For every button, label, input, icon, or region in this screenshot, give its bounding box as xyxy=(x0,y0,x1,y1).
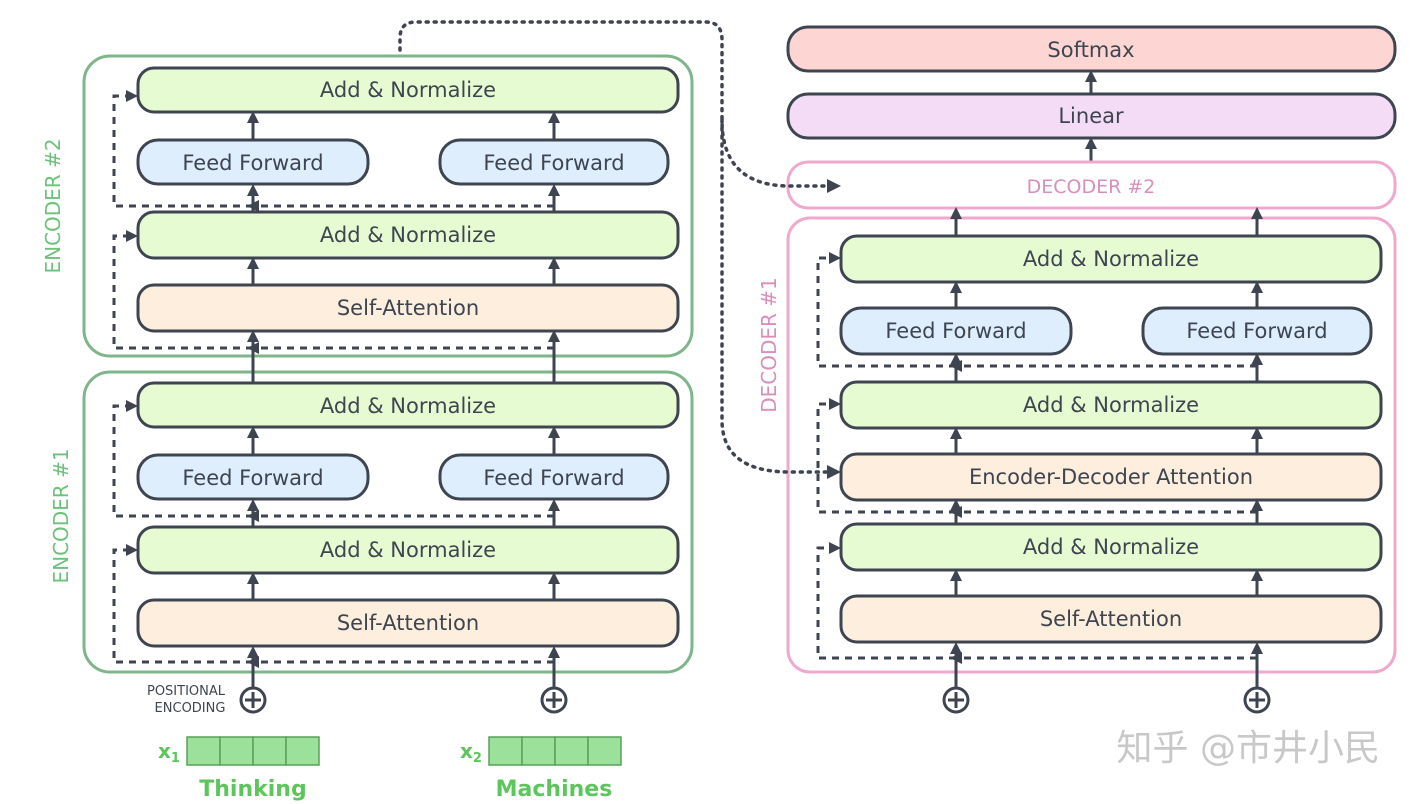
encoder2-label: ENCODER #2 xyxy=(41,138,65,273)
encoder2-add-norm-bottom: Add & Normalize xyxy=(136,210,680,260)
svg-text:Add & Normalize: Add & Normalize xyxy=(1023,247,1199,271)
svg-text:Encoder-Decoder Attention: Encoder-Decoder Attention xyxy=(969,465,1253,489)
plus-icon xyxy=(1243,686,1271,714)
decoder1-encoder-decoder-attention: Encoder-Decoder Attention xyxy=(839,452,1383,502)
encoder-output-connections xyxy=(398,20,841,479)
encoder2-feed-forward-left: Feed Forward xyxy=(136,138,370,186)
svg-text:Feed Forward: Feed Forward xyxy=(483,151,624,175)
embedding-vector xyxy=(186,736,320,766)
decoder1-add-norm-mid: Add & Normalize xyxy=(839,380,1383,430)
svg-text:Add & Normalize: Add & Normalize xyxy=(320,78,496,102)
svg-text:Linear: Linear xyxy=(1058,104,1124,128)
svg-text:Add & Normalize: Add & Normalize xyxy=(320,394,496,418)
decoder1-container xyxy=(786,216,1397,674)
svg-text:Add & Normalize: Add & Normalize xyxy=(1023,393,1199,417)
svg-text:Add & Normalize: Add & Normalize xyxy=(1023,535,1199,559)
svg-text:Add & Normalize: Add & Normalize xyxy=(320,538,496,562)
plus-icon xyxy=(540,686,568,714)
input-var-x1: x1 xyxy=(158,739,180,766)
positional-encoding-label-line2: ENCODING xyxy=(155,701,226,716)
decoder1-add-norm-bottom: Add & Normalize xyxy=(839,522,1383,572)
svg-text:Self-Attention: Self-Attention xyxy=(1040,607,1182,631)
input-x2: x2 Machines xyxy=(460,736,622,802)
softmax-layer: Softmax xyxy=(786,25,1397,73)
decoder1-add-norm-top: Add & Normalize xyxy=(839,234,1383,284)
svg-text:Add & Normalize: Add & Normalize xyxy=(320,223,496,247)
encoder2-self-attention: Self-Attention xyxy=(136,283,680,333)
svg-text:Self-Attention: Self-Attention xyxy=(337,296,479,320)
decoder-residual-connections xyxy=(816,252,1257,664)
input-word-thinking: Thinking xyxy=(199,777,306,802)
encoder2-add-norm-top: Add & Normalize xyxy=(136,66,680,114)
svg-text:DECODER #2: DECODER #2 xyxy=(1027,176,1156,198)
encoder1-self-attention: Self-Attention xyxy=(136,598,680,648)
encoder1-add-norm-bottom: Add & Normalize xyxy=(136,525,680,575)
encoder1-add-norm-top: Add & Normalize xyxy=(136,381,680,429)
svg-text:Feed Forward: Feed Forward xyxy=(1186,319,1327,343)
plus-icon xyxy=(942,686,970,714)
decoder1-label: DECODER #1 xyxy=(757,277,781,413)
encoder2-container xyxy=(82,54,694,358)
encoder1-container xyxy=(82,370,694,674)
decoder1-feed-forward-left: Feed Forward xyxy=(839,306,1073,356)
encoder1-feed-forward-left: Feed Forward xyxy=(136,453,370,501)
encoder2-feed-forward-right: Feed Forward xyxy=(438,138,670,186)
decoder2-block: DECODER #2 xyxy=(786,160,1397,210)
encoder1-label: ENCODER #1 xyxy=(49,448,73,583)
watermark: 知乎 @市井小民 xyxy=(1117,728,1380,769)
svg-text:Feed Forward: Feed Forward xyxy=(182,151,323,175)
plus-icon xyxy=(239,686,267,714)
svg-text:Self-Attention: Self-Attention xyxy=(337,611,479,635)
input-var-x2: x2 xyxy=(460,739,482,766)
encoder1-feed-forward-right: Feed Forward xyxy=(438,453,670,501)
decoder1-self-attention: Self-Attention xyxy=(839,594,1383,644)
svg-text:Feed Forward: Feed Forward xyxy=(885,319,1026,343)
svg-text:Feed Forward: Feed Forward xyxy=(182,466,323,490)
svg-text:Softmax: Softmax xyxy=(1047,38,1134,62)
embedding-vector xyxy=(488,736,622,766)
input-word-machines: Machines xyxy=(496,777,613,802)
svg-text:Feed Forward: Feed Forward xyxy=(483,466,624,490)
decoder1-feed-forward-right: Feed Forward xyxy=(1141,306,1373,356)
encoder-residual-connections xyxy=(112,90,554,668)
linear-layer: Linear xyxy=(786,92,1397,140)
input-x1: x1 Thinking xyxy=(158,736,320,802)
positional-encoding-label-line1: POSITIONAL xyxy=(147,684,226,699)
